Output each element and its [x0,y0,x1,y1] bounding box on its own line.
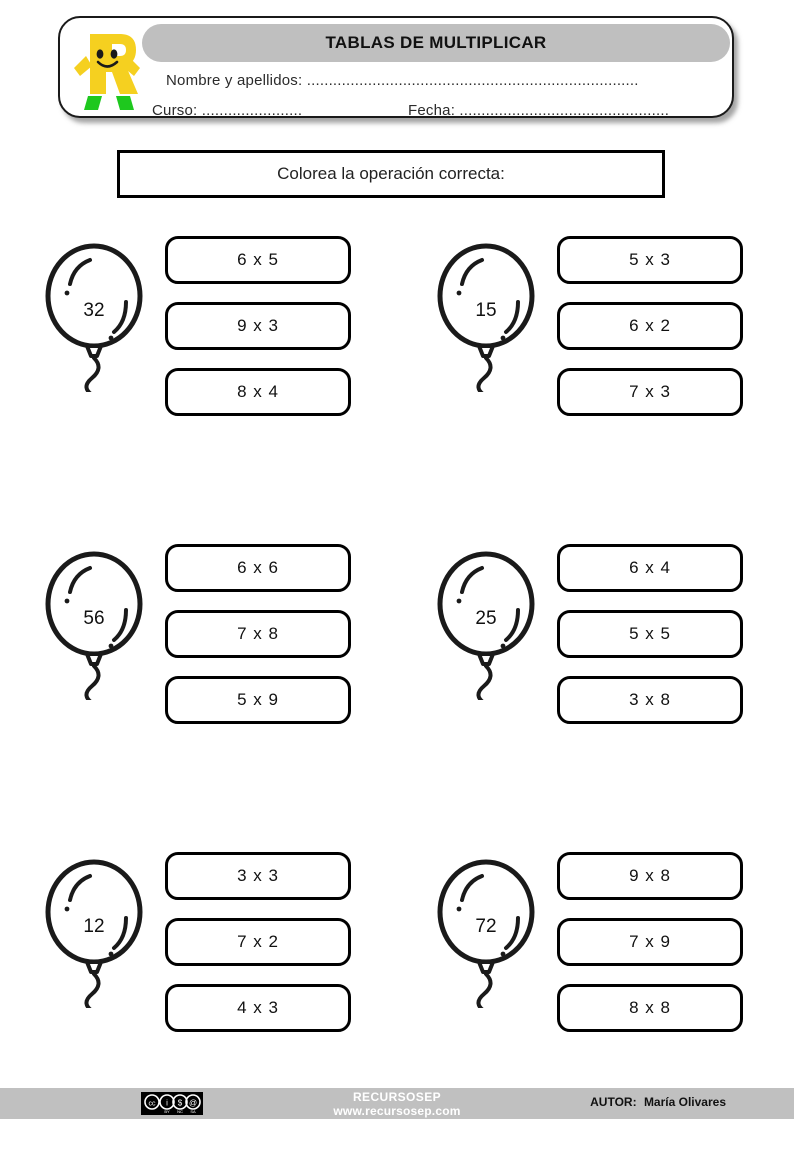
svg-text:$: $ [178,1099,183,1108]
option-box[interactable]: 5 x 9 [165,676,351,724]
balloon-icon: 15 [434,242,544,398]
option-label: 5 x 9 [237,690,279,709]
svg-text:i: i [166,1099,168,1108]
option-label: 9 x 3 [237,316,279,335]
worksheet-title-bar: TABLAS DE MULTIPLICAR [142,24,730,62]
exercise-item-5: 12 3 x 3 7 x 2 4 x 3 [42,852,377,1052]
creative-commons-by-nc-sa-badge-icon[interactable]: cc i $ @ BY NC SA [141,1092,203,1115]
option-box[interactable]: 9 x 3 [165,302,351,350]
option-label: 6 x 5 [237,250,279,269]
option-list: 9 x 8 7 x 9 8 x 8 [557,852,743,1050]
option-label: 8 x 4 [237,382,279,401]
option-label: 6 x 4 [629,558,671,577]
instruction-text: Colorea la operación correcta: [277,164,505,183]
exercise-item-6: 72 9 x 8 7 x 9 8 x 8 [434,852,769,1052]
option-label: 7 x 3 [629,382,671,401]
option-label: 7 x 9 [629,932,671,951]
recursosep-r-mascot-icon [68,22,148,116]
option-box[interactable]: 5 x 3 [557,236,743,284]
option-label: 7 x 8 [237,624,279,643]
exercise-item-1: 32 6 x 5 9 x 3 8 x 4 [42,236,377,436]
exercise-grid: 32 6 x 5 9 x 3 8 x 4 [0,236,794,1160]
course-field-line[interactable]: Curso: ....................... [152,102,303,119]
option-box[interactable]: 6 x 5 [165,236,351,284]
option-list: 5 x 3 6 x 2 7 x 3 [557,236,743,434]
option-box[interactable]: 6 x 6 [165,544,351,592]
option-label: 9 x 8 [629,866,671,885]
option-label: 6 x 6 [237,558,279,577]
brand-block: RECURSOSEP www.recursosep.com [0,1088,794,1118]
exercise-item-3: 56 6 x 6 7 x 8 5 x 9 [42,544,377,744]
option-box[interactable]: 4 x 3 [165,984,351,1032]
page-footer: cc i $ @ BY NC SA RECURSOSEP www.recurso… [0,1088,794,1119]
option-box[interactable]: 7 x 2 [165,918,351,966]
svg-text:cc: cc [149,1101,157,1108]
svg-text:BY: BY [164,1109,170,1114]
option-box[interactable]: 7 x 3 [557,368,743,416]
option-label: 5 x 5 [629,624,671,643]
page-title: TABLAS DE MULTIPLICAR [325,33,547,52]
option-box[interactable]: 5 x 5 [557,610,743,658]
author-name: María Olivares [643,1095,726,1109]
balloon-icon: 32 [42,242,152,398]
brand-url[interactable]: www.recursosep.com [333,1104,461,1118]
option-label: 3 x 3 [237,866,279,885]
svg-text:NC: NC [177,1109,183,1114]
option-box[interactable]: 7 x 8 [165,610,351,658]
option-list: 3 x 3 7 x 2 4 x 3 [165,852,351,1050]
balloon-icon: 25 [434,550,544,706]
option-box[interactable]: 6 x 4 [557,544,743,592]
exercise-item-4: 25 6 x 4 5 x 5 3 x 8 [434,544,769,744]
author-credit: AUTOR: María Olivares [590,1095,726,1109]
name-field-line[interactable]: Nombre y apellidos: ....................… [166,72,639,89]
option-label: 3 x 8 [629,690,671,709]
svg-text:SA: SA [190,1109,196,1114]
exercise-row: 32 6 x 5 9 x 3 8 x 4 [0,236,794,544]
option-box[interactable]: 8 x 4 [165,368,351,416]
balloon-icon: 72 [434,858,544,1014]
brand-name: RECURSOSEP [352,1090,442,1104]
option-label: 4 x 3 [237,998,279,1017]
option-list: 6 x 5 9 x 3 8 x 4 [165,236,351,434]
option-list: 6 x 6 7 x 8 5 x 9 [165,544,351,742]
option-label: 8 x 8 [629,998,671,1017]
option-box[interactable]: 3 x 8 [557,676,743,724]
svg-text:@: @ [189,1099,197,1108]
option-list: 6 x 4 5 x 5 3 x 8 [557,544,743,742]
exercise-row: 12 3 x 3 7 x 2 4 x 3 [0,852,794,1160]
option-box[interactable]: 7 x 9 [557,918,743,966]
option-box[interactable]: 3 x 3 [165,852,351,900]
date-field-line[interactable]: Fecha: .................................… [408,102,670,119]
exercise-item-2: 15 5 x 3 6 x 2 7 x 3 [434,236,769,436]
worksheet-header-card: TABLAS DE MULTIPLICAR Nombre y apellidos… [58,16,734,119]
option-box[interactable]: 6 x 2 [557,302,743,350]
option-box[interactable]: 8 x 8 [557,984,743,1032]
option-label: 7 x 2 [237,932,279,951]
option-label: 6 x 2 [629,316,671,335]
instruction-box: Colorea la operación correcta: [117,150,665,198]
balloon-icon: 56 [42,550,152,706]
exercise-row: 56 6 x 6 7 x 8 5 x 9 [0,544,794,852]
option-label: 5 x 3 [629,250,671,269]
author-label: AUTOR: [590,1095,637,1109]
balloon-icon: 12 [42,858,152,1014]
option-box[interactable]: 9 x 8 [557,852,743,900]
